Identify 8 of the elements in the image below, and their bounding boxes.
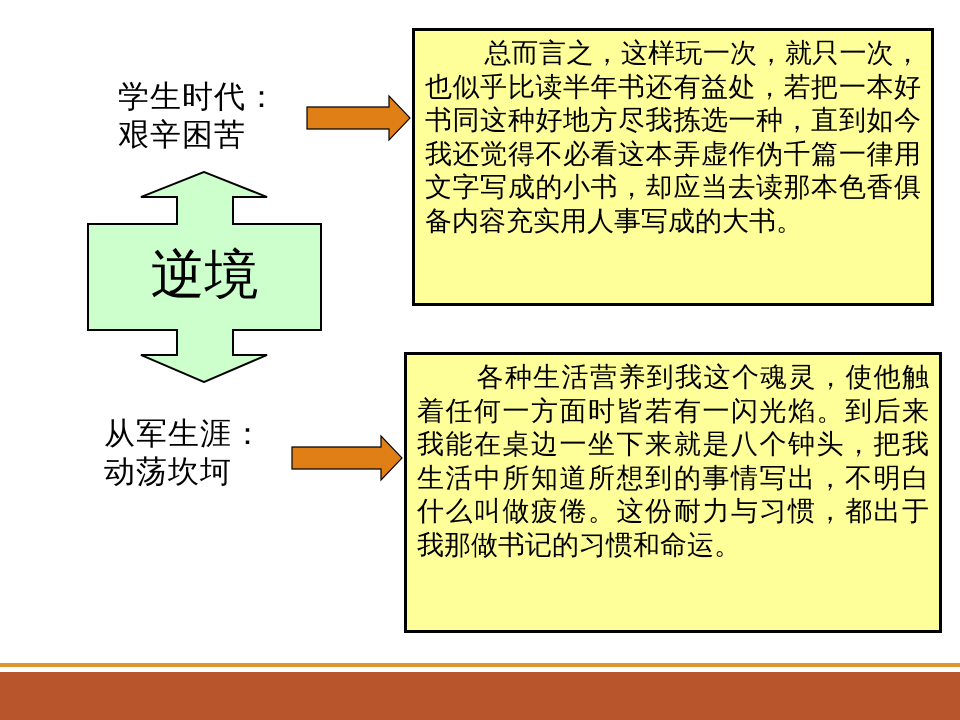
stage-label: 从军生涯：动荡坎坷: [104, 415, 292, 497]
block-arrow: [291, 434, 403, 482]
double-arrow-shape: [87, 171, 322, 383]
shape-label: 逆境: [150, 243, 260, 307]
quote-box: 各种生活营养到我这个魂灵，使他触着任何一方面时皆若有一闪光焰。到后来我能在桌边一坐下来就是八个钟头，把我生活中所知道所想到的事情写出，不明白什么叫做疲倦。这份耐力与习惯，都出于我那做书记的习惯和命运。: [404, 352, 942, 633]
quote-box: 总而言之，这样玩一次，就只一次，也似乎比读半年书还有益处，若把一本好书同这种好地方尽我拣选一种，直到如今我还觉得不必看这本弄虚作伪千篇一律用文字写成的小书，却应当去读那本色香俱备内容充实用人事写成的大书。: [412, 28, 934, 306]
block-arrow: [306, 94, 411, 142]
stage-label: 学生时代：艰辛困苦: [118, 78, 307, 160]
